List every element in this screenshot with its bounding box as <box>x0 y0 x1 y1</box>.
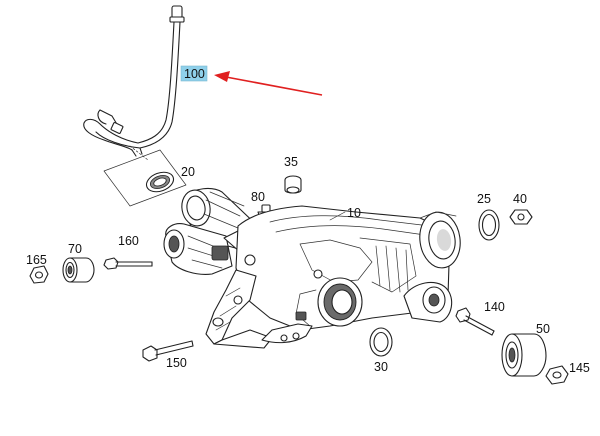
part-35-plug[interactable] <box>284 175 302 194</box>
callout-160[interactable]: 160 <box>118 234 139 248</box>
callout-150[interactable]: 150 <box>166 356 187 370</box>
callout-70[interactable]: 70 <box>68 242 82 256</box>
callout-25[interactable]: 25 <box>477 192 491 206</box>
highlight-arrow <box>214 71 323 96</box>
callout-100-label: 100 <box>184 67 205 81</box>
part-25-shaft-seal[interactable] <box>478 209 500 241</box>
part-20-seal-ring[interactable] <box>144 169 176 195</box>
gasket-plane-outline <box>103 145 187 207</box>
callout-10-leader <box>329 211 346 221</box>
part-145-nut[interactable] <box>545 365 569 385</box>
part-150-bolt[interactable] <box>142 340 194 362</box>
part-100-vent-hose[interactable] <box>83 5 185 157</box>
callout-165[interactable]: 165 <box>26 253 47 267</box>
part-30-seal-ring[interactable] <box>369 327 393 357</box>
callout-140[interactable]: 140 <box>484 300 505 314</box>
part-165-nut[interactable] <box>29 265 49 284</box>
part-50-bushing[interactable] <box>501 333 547 377</box>
part-70-bushing[interactable] <box>62 257 95 283</box>
part-160-bolt[interactable] <box>103 257 153 270</box>
callout-40[interactable]: 40 <box>513 192 527 206</box>
callout-10[interactable]: 10 <box>347 206 361 220</box>
callout-20[interactable]: 20 <box>181 165 195 179</box>
callout-100[interactable]: 100 <box>180 65 208 82</box>
callout-145[interactable]: 145 <box>569 361 590 375</box>
callout-100-highlight <box>180 65 208 82</box>
callout-50[interactable]: 50 <box>536 322 550 336</box>
part-40-hex-nut[interactable] <box>509 209 533 225</box>
callout-35[interactable]: 35 <box>284 155 298 169</box>
callout-80[interactable]: 80 <box>251 190 265 204</box>
callout-30[interactable]: 30 <box>374 360 388 374</box>
part-10-axle-housing[interactable] <box>163 187 464 349</box>
part-140-bolt[interactable] <box>455 307 495 336</box>
